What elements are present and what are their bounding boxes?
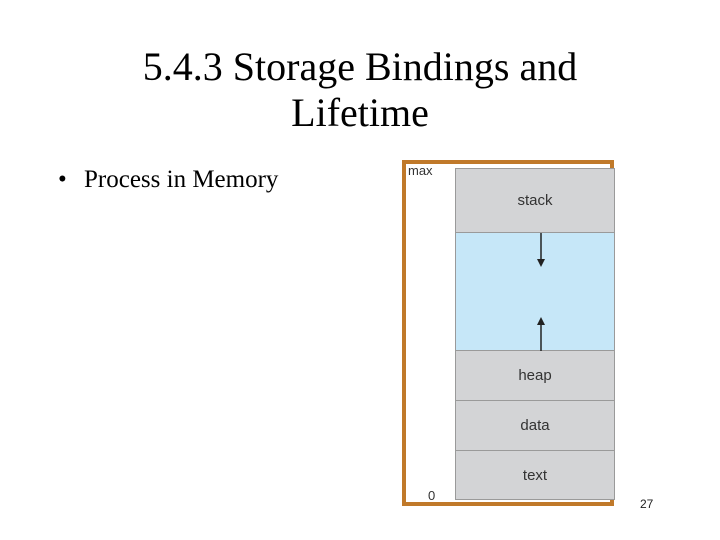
text-label: text <box>522 466 548 484</box>
heap-growth-arrow-up-icon <box>537 317 545 351</box>
stack-segment: stack <box>456 169 614 233</box>
max-label: max <box>408 163 433 178</box>
zero-label: 0 <box>428 488 436 503</box>
data-label: data <box>520 417 550 434</box>
stack-label: stack <box>517 192 553 209</box>
stack-growth-arrow-down-icon <box>537 233 545 267</box>
free-space-segment <box>456 233 614 351</box>
data-segment: data <box>456 401 614 451</box>
page-number: 27 <box>640 497 654 511</box>
bullet-item: • Process in Memory <box>58 165 278 195</box>
title-line-2: Lifetime <box>291 90 429 135</box>
bullet-marker: • <box>58 166 67 193</box>
heap-label: heap <box>518 367 552 384</box>
process-memory-diagram: max 0 stack heap data text <box>402 160 615 506</box>
slide-title: 5.4.3 Storage Bindings and Lifetime <box>60 44 660 136</box>
bullet-text: Process in Memory <box>84 166 279 193</box>
title-line-1: 5.4.3 Storage Bindings and <box>142 44 578 89</box>
memory-layout: stack heap data text <box>455 168 615 500</box>
heap-segment: heap <box>456 351 614 401</box>
text-segment: text <box>456 451 614 499</box>
